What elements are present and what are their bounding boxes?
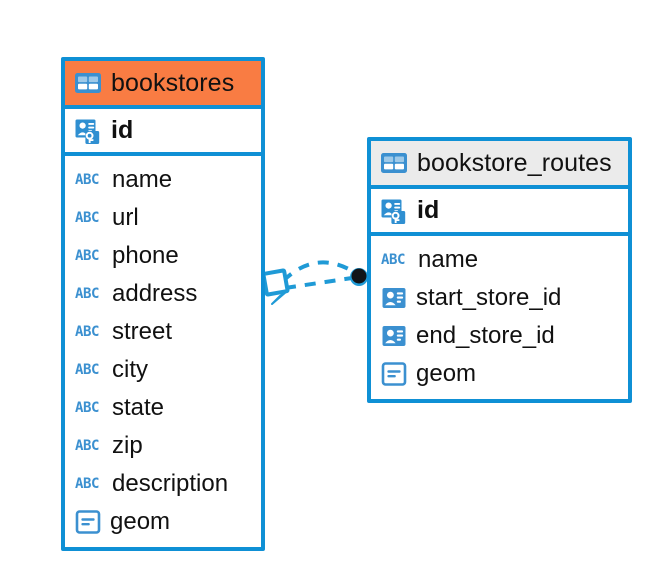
relationship-line-curved	[281, 260, 356, 283]
entity-table-bookstore-routes[interactable]: bookstore_routes id	[367, 137, 632, 403]
abc-text-icon: ABC	[75, 438, 100, 454]
field-label: address	[112, 280, 198, 307]
field-row[interactable]: ABC state	[65, 389, 261, 427]
field-label: end_store_id	[416, 322, 555, 349]
field-label: description	[112, 470, 229, 497]
abc-text-icon: ABC	[75, 172, 100, 188]
field-row[interactable]: ABC description	[65, 465, 261, 503]
primary-key-icon	[380, 197, 408, 225]
field-row[interactable]: geom	[65, 503, 261, 541]
field-row[interactable]: ABC name	[65, 161, 261, 199]
entity-title: bookstore_routes	[417, 148, 612, 177]
field-row[interactable]: ABC street	[65, 313, 261, 351]
geometry-icon	[381, 362, 407, 386]
primary-key-row[interactable]: id	[65, 109, 261, 156]
abc-text-icon: ABC	[75, 476, 100, 492]
field-label: name	[112, 166, 173, 193]
field-label: state	[112, 394, 165, 421]
table-icon	[380, 152, 408, 174]
field-row[interactable]: start_store_id	[371, 279, 628, 317]
abc-text-icon: ABC	[75, 362, 100, 378]
primary-key-label: id	[417, 196, 440, 224]
field-label: url	[112, 204, 139, 231]
diamond-marker	[261, 268, 290, 305]
field-row[interactable]: geom	[371, 355, 628, 393]
geometry-icon	[75, 510, 101, 534]
foreign-key-icon	[381, 323, 407, 349]
field-row[interactable]: ABC zip	[65, 427, 261, 465]
primary-key-row[interactable]: id	[371, 189, 628, 236]
entity-header-bookstore-routes[interactable]: bookstore_routes	[371, 141, 628, 189]
abc-text-icon: ABC	[75, 210, 100, 226]
filled-circle-marker	[350, 268, 368, 286]
field-row[interactable]: end_store_id	[371, 317, 628, 355]
field-row[interactable]: ABC name	[371, 241, 628, 279]
field-label: zip	[112, 432, 143, 459]
abc-text-icon: ABC	[75, 286, 100, 302]
foreign-key-icon	[381, 285, 407, 311]
field-label: city	[112, 356, 148, 383]
abc-text-icon: ABC	[75, 324, 100, 340]
field-label: start_store_id	[416, 284, 562, 311]
entity-title: bookstores	[111, 68, 235, 97]
field-row[interactable]: ABC address	[65, 275, 261, 313]
entity-header-bookstores[interactable]: bookstores	[65, 61, 261, 109]
field-row[interactable]: ABC city	[65, 351, 261, 389]
abc-text-icon: ABC	[75, 400, 100, 416]
field-label: geom	[416, 360, 477, 387]
relationship-line-straight	[284, 276, 353, 290]
abc-text-icon: ABC	[75, 248, 100, 264]
field-label: street	[112, 318, 173, 345]
primary-key-label: id	[111, 116, 134, 144]
table-icon	[74, 72, 102, 94]
primary-key-icon	[74, 117, 102, 145]
field-label: phone	[112, 242, 179, 269]
field-row[interactable]: ABC phone	[65, 237, 261, 275]
field-row[interactable]: ABC url	[65, 199, 261, 237]
abc-text-icon: ABC	[381, 252, 406, 268]
field-label: geom	[110, 508, 171, 535]
field-label: name	[418, 246, 479, 273]
